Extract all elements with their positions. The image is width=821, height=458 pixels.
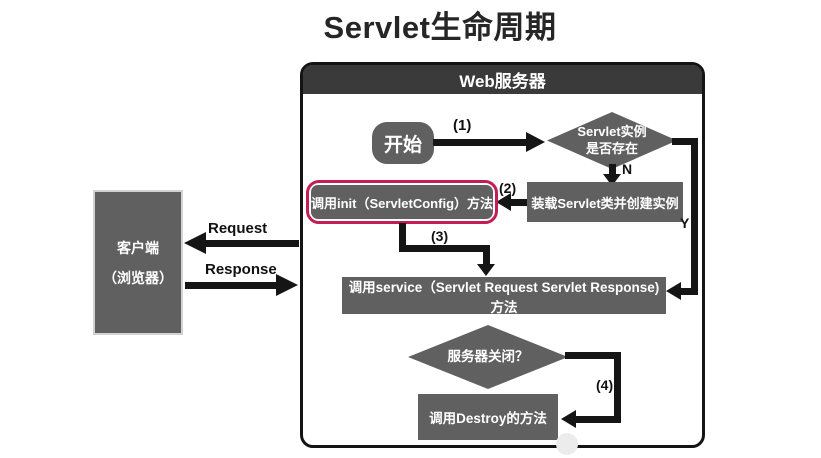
no-label: N (622, 161, 633, 177)
no-branch-line (609, 164, 616, 176)
client-node: 客户端 （浏览器） (93, 190, 183, 335)
response-arrow-line (185, 282, 278, 289)
client-line1: 客户端 (117, 239, 159, 256)
instance-check-line1: Servlet实例 (577, 124, 647, 140)
arrow2-head-icon (496, 193, 511, 211)
call-service-node: 调用service（Servlet Request Servlet Respon… (342, 277, 666, 315)
arrow4-label: (4) (596, 377, 614, 393)
arrow1-line (433, 139, 527, 146)
shutdown-check-label: 服务器关闭？ (447, 348, 529, 364)
yes-branch-head-icon (666, 282, 681, 300)
arrow1-label: (1) (453, 117, 472, 134)
request-arrow-line (202, 240, 299, 247)
instance-check-line2: 是否存在 (585, 140, 638, 156)
arrow2-label: (2) (499, 180, 517, 196)
arrow3-line-v2 (483, 245, 490, 266)
arrow3-head-icon (477, 264, 495, 276)
arrow1-head-icon (526, 132, 545, 152)
web-server-header: Web服务器 (303, 65, 702, 94)
response-arrow-head-icon (276, 274, 298, 296)
call-destroy-node: 调用Destroy的方法 (418, 394, 558, 440)
yes-label: Y (680, 215, 690, 231)
page-title: Servlet生命周期 (323, 10, 557, 45)
load-class-node: 装载Servlet类并创建实例 (527, 182, 683, 222)
arrow2-line (508, 199, 527, 206)
web-server-container (300, 62, 705, 448)
start-node: 开始 (372, 122, 434, 164)
arrow4-line-h2 (574, 416, 621, 423)
arrow3-line-h (399, 245, 490, 252)
request-label: Request (208, 220, 268, 237)
arrow4-line-h1 (565, 352, 621, 359)
init-highlight-border: 调用init（ServletConfig）方法 (306, 180, 498, 224)
yes-branch-line-h2 (678, 288, 698, 295)
arrow4-line-v (614, 352, 621, 423)
client-line2: （浏览器） (103, 269, 173, 286)
yes-branch-line-v (691, 138, 698, 295)
arrow3-label: (3) (431, 228, 449, 244)
request-arrow-head-icon (184, 232, 206, 254)
arrow3-line-v1 (399, 223, 406, 252)
arrow4-head-icon (561, 410, 576, 428)
yes-branch-line-h1 (672, 138, 698, 145)
response-label: Response (205, 261, 277, 278)
bottom-circle-decoration (556, 433, 578, 455)
call-init-node: 调用init（ServletConfig）方法 (311, 185, 493, 219)
